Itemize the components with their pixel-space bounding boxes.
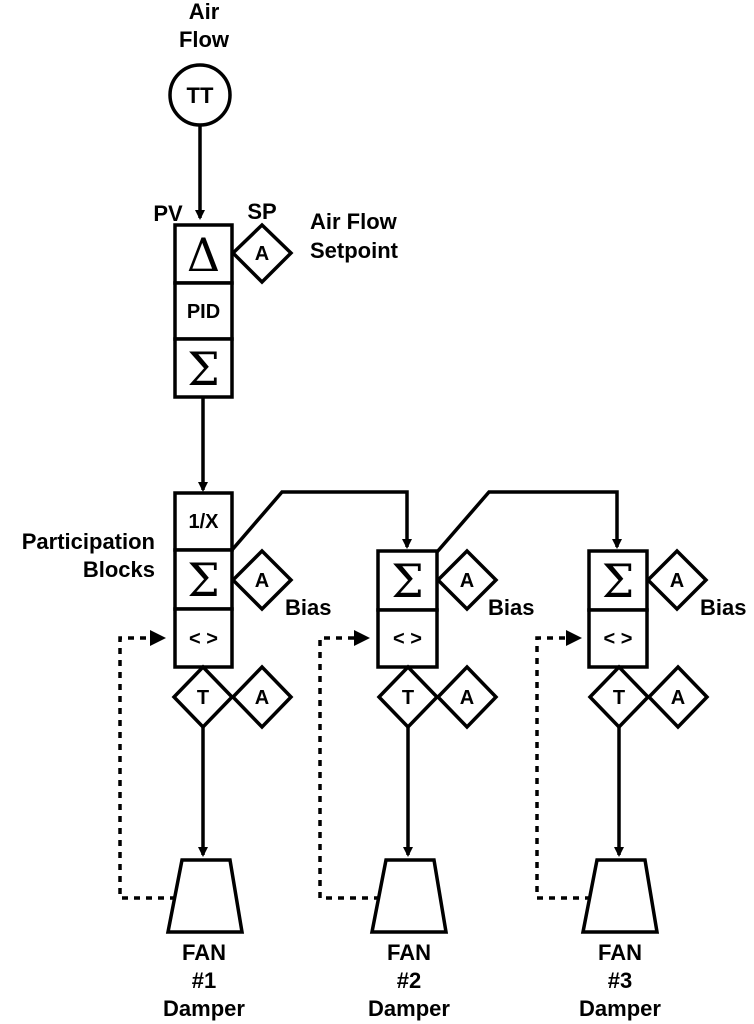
fan-2-select-label: < > <box>393 628 422 650</box>
fan-1-bias-tag: A <box>255 570 269 592</box>
pv-label: PV <box>153 201 183 226</box>
fan-2-damper-shape <box>369 858 449 934</box>
fan-3-element: Damper <box>579 996 661 1021</box>
fan-2-sum-block <box>376 549 439 612</box>
fan-3-bias-diamond <box>645 548 709 612</box>
fan-2-auto-diamond <box>435 664 499 730</box>
fan-2-bias-label: Bias <box>488 595 534 620</box>
fan-1-transfer-tag: T <box>197 687 209 709</box>
fan-3-loop: Σ A Bias < > T A FAN #3 Damper <box>535 548 746 1021</box>
fan-2-select-block <box>376 608 439 669</box>
fan-1-loop: Σ A Bias < > T A FAN #1 Damper <box>118 548 331 1021</box>
fan-1-element: Damper <box>163 996 245 1021</box>
fan-3-auto-tag: A <box>671 687 685 709</box>
fan-3-sum-symbol: Σ <box>602 554 635 608</box>
reciprocal-label: 1/X <box>188 511 219 533</box>
fan-3-number: #3 <box>608 968 632 993</box>
fan-2-bias-tag: A <box>460 570 474 592</box>
fan-2-sum-symbol: Σ <box>391 554 424 608</box>
delta-block <box>173 223 234 285</box>
fan-1-feedback-line <box>118 636 176 900</box>
fan-3-feedback-arrowhead <box>566 630 582 646</box>
fan-3-select-block <box>587 608 649 669</box>
fan-3-damper-shape <box>580 858 660 934</box>
fan-1-select-label: < > <box>189 628 218 650</box>
fan-3-select-label: < > <box>604 628 633 650</box>
fan-1-name: FAN <box>182 940 226 965</box>
fan-2-number: #2 <box>397 968 421 993</box>
fan-2-transfer-tag: T <box>402 687 414 709</box>
fan-2-feedback-arrowhead <box>354 630 370 646</box>
fan-2-element: Damper <box>368 996 450 1021</box>
fan-1-sum-block <box>173 548 234 611</box>
signal-to-fan3-path <box>435 490 622 554</box>
fan-3-feedback-line <box>535 636 591 900</box>
participation-label-line2: Blocks <box>83 557 155 582</box>
fan-2-name: FAN <box>387 940 431 965</box>
fan-3-bias-label: Bias <box>700 595 746 620</box>
fan-2-feedback-line <box>318 636 380 900</box>
fan-1-auto-diamond <box>230 664 294 730</box>
fan-3-name: FAN <box>598 940 642 965</box>
setpoint-tag: A <box>255 243 269 265</box>
pid-label: PID <box>187 301 220 323</box>
controller-sum-block <box>173 337 234 399</box>
air-flow-label-line2: Flow <box>179 27 230 52</box>
fan-1-select-block <box>173 607 234 669</box>
fan-1-number: #1 <box>192 968 216 993</box>
delta-symbol: Δ <box>187 228 220 282</box>
setpoint-label-line2: Setpoint <box>310 238 399 263</box>
fan-1-sum-symbol: Σ <box>187 553 220 607</box>
flow-transmitter-label: TT <box>187 83 214 108</box>
fan-1-bias-label: Bias <box>285 595 331 620</box>
fan-3-auto-diamond <box>646 664 710 730</box>
fan-3-transfer-tag: T <box>613 687 625 709</box>
air-flow-label-line1: Air <box>189 0 220 24</box>
fan-2-bias-diamond <box>435 548 499 612</box>
fan-1-bias-diamond <box>230 548 294 612</box>
controller-sum-symbol: Σ <box>187 342 220 396</box>
fan-2-auto-tag: A <box>460 687 474 709</box>
fan-2-loop: Σ A Bias < > T A FAN #2 Damper <box>318 548 534 1021</box>
setpoint-diamond <box>230 222 294 285</box>
fan-3-bias-tag: A <box>670 570 684 592</box>
signal-to-fan2-path <box>230 490 412 552</box>
participation-label-line1: Participation <box>22 529 155 554</box>
sp-label: SP <box>247 199 276 224</box>
fan-1-feedback-arrowhead <box>150 630 166 646</box>
setpoint-label-line1: Air Flow <box>310 209 398 234</box>
fan-1-auto-tag: A <box>255 687 269 709</box>
fan-1-damper-shape <box>165 858 245 934</box>
